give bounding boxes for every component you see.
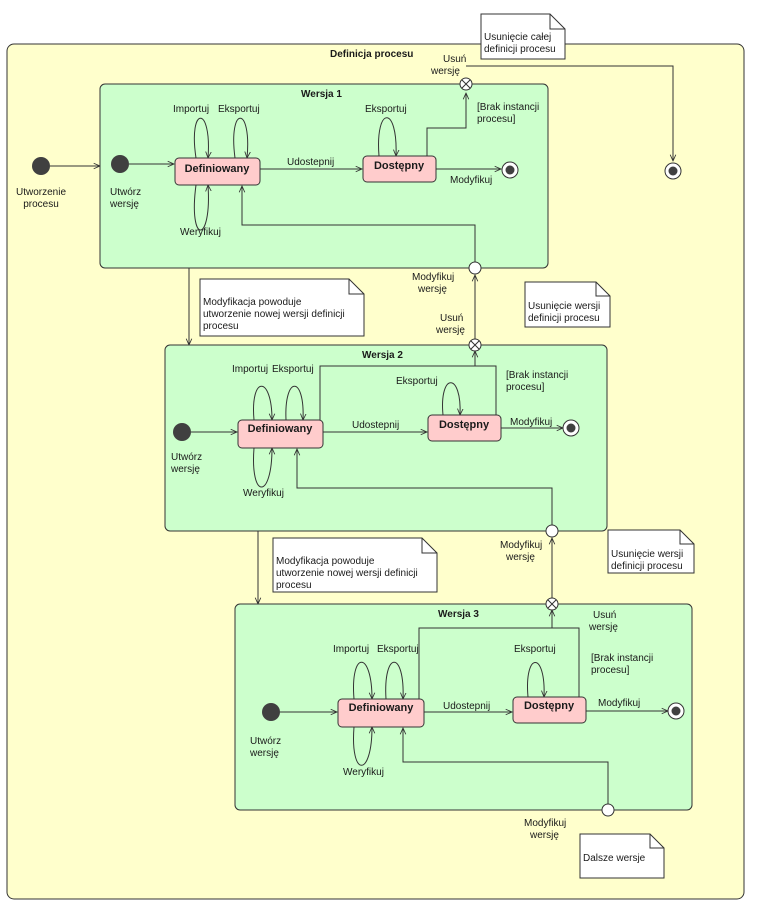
version-2-delete-label-1: Usuń bbox=[440, 313, 463, 324]
process-initial-label-1: Utworzenie bbox=[16, 187, 66, 198]
version-3-title: Wersja 3 bbox=[438, 609, 479, 620]
version-3-initial-label-1: Utwórz bbox=[250, 736, 281, 747]
version-3-import-label: Importuj bbox=[333, 644, 369, 655]
note-further-versions bbox=[579, 833, 665, 879]
version-3-modify-point bbox=[601, 803, 615, 817]
note-modify-1-text-2: utworzenie nowej wersji definicji bbox=[203, 309, 345, 320]
version-1-initial-node bbox=[111, 155, 129, 173]
version-3-initial-label-2: wersję bbox=[249, 748, 279, 759]
version-3-modify-label: Modyfikuj bbox=[598, 698, 640, 709]
version-1-delete-label-1: Usuń bbox=[443, 54, 466, 65]
note-delete-v2 bbox=[607, 529, 695, 574]
version-1: Wersja 1 Utwórz wersję Definiowany Impor… bbox=[99, 54, 549, 295]
version-2-initial-label-2: wersję bbox=[170, 464, 200, 475]
note-delete-v2-text-1: Usunięcie wersji bbox=[611, 549, 683, 560]
version-1-initial-label-1: Utwórz bbox=[110, 187, 141, 198]
version-2-verify-label: Weryfikuj bbox=[243, 488, 284, 499]
version-1-modify-version-label-2: wersję bbox=[417, 284, 447, 295]
version-1-verify-label: Weryfikuj bbox=[180, 227, 221, 238]
version-2-guard-1: [Brak instancji bbox=[506, 370, 568, 381]
version-2-modify-point bbox=[545, 524, 559, 538]
version-3-verify-label: Weryfikuj bbox=[343, 767, 384, 778]
note-delete-all-text-2: definicji procesu bbox=[484, 44, 556, 55]
version-2-initial-label-1: Utwórz bbox=[171, 452, 202, 463]
version-2-initial-node bbox=[173, 423, 191, 441]
version-3-state-defined[interactable] bbox=[337, 698, 425, 728]
version-1-state-defined[interactable] bbox=[174, 157, 261, 186]
process-definition-title: Definicja procesu bbox=[330, 49, 413, 60]
version-3-modify-version-label-2: wersję bbox=[529, 830, 559, 841]
version-2-share-label: Udostepnij bbox=[352, 420, 399, 431]
version-1-state-available-label: Dostępny bbox=[374, 160, 425, 172]
version-1-guard-2: procesu] bbox=[477, 114, 516, 125]
version-1-container bbox=[99, 83, 549, 269]
version-3-modify-version-label-1: Modyfikuj bbox=[524, 818, 566, 829]
version-3-export-defined-label: Eksportuj bbox=[377, 644, 419, 655]
version-1-modify-point bbox=[468, 261, 482, 275]
version-1-export-available-label: Eksportuj bbox=[365, 104, 407, 115]
version-2-delete-label-2: wersję bbox=[435, 325, 465, 336]
version-3-state-available-label: Dostępny bbox=[524, 700, 575, 712]
version-1-title: Wersja 1 bbox=[301, 89, 342, 100]
version-3-guard-1: [Brak instancji bbox=[591, 653, 653, 664]
version-1-state-defined-label: Definiowany bbox=[185, 163, 251, 175]
note-delete-all bbox=[480, 13, 566, 60]
version-1-export-defined-label: Eksportuj bbox=[218, 104, 260, 115]
version-1-delete-label-2: wersję bbox=[430, 66, 460, 77]
version-2-state-defined[interactable] bbox=[237, 419, 324, 449]
version-2-modify-version-label-2: wersję bbox=[505, 552, 535, 563]
version-3-delete-label-2: wersję bbox=[588, 622, 618, 633]
note-delete-v1-text-2: definicji procesu bbox=[528, 313, 600, 324]
version-1-import-label: Importuj bbox=[173, 104, 209, 115]
version-3-state-available[interactable] bbox=[512, 696, 587, 724]
note-delete-all-text-1: Usunięcie całej bbox=[484, 32, 551, 43]
note-delete-v1 bbox=[524, 281, 611, 328]
note-modify-1-text-3: procesu bbox=[203, 321, 239, 332]
version-1-guard-1: [Brak instancji bbox=[477, 102, 539, 113]
note-modify-1-text-1: Modyfikacja powoduje bbox=[203, 297, 302, 308]
version-3-state-defined-label: Definiowany bbox=[349, 702, 415, 714]
note-modify-1 bbox=[199, 278, 365, 337]
note-delete-v2-text-2: definicji procesu bbox=[611, 561, 683, 572]
note-further-versions-text: Dalsze wersje bbox=[583, 853, 646, 864]
version-1-initial-label-2: wersję bbox=[109, 199, 139, 210]
version-2-state-defined-label: Definiowany bbox=[248, 423, 314, 435]
version-1-modify-version-label-1: Modyfikuj bbox=[412, 272, 454, 283]
version-2-state-available-label: Dostępny bbox=[439, 419, 490, 431]
version-2-modify-label: Modyfikuj bbox=[510, 417, 552, 428]
note-modify-2 bbox=[272, 537, 438, 593]
version-3-delete-label-1: Usuń bbox=[593, 610, 616, 621]
version-2-export-available-label: Eksportuj bbox=[396, 376, 438, 387]
version-3-container bbox=[234, 603, 693, 811]
version-2-modify-version-label-1: Modyfikuj bbox=[500, 540, 542, 551]
note-delete-v1-text-1: Usunięcie wersji bbox=[528, 301, 600, 312]
version-3-export-available-label: Eksportuj bbox=[514, 644, 556, 655]
version-3-share-label: Udostepnij bbox=[443, 701, 490, 712]
version-2: Wersja 2 Utwórz wersję Definiowany Impor… bbox=[164, 338, 608, 563]
note-modify-2-text-1: Modyfikacja powoduje bbox=[276, 556, 375, 567]
note-modify-2-text-2: utworzenie nowej wersji definicji bbox=[276, 568, 418, 579]
version-3-guard-2: procesu] bbox=[591, 665, 630, 676]
version-1-share-label: Udostepnij bbox=[287, 157, 334, 168]
version-3: Wersja 3 Utwórz wersję Definiowany Impor… bbox=[234, 597, 693, 841]
transition-to-process-final bbox=[466, 65, 673, 161]
process-initial-node bbox=[32, 157, 50, 175]
process-initial-label-2: procesu bbox=[23, 199, 59, 210]
version-2-export-defined-label: Eksportuj bbox=[272, 364, 314, 375]
note-modify-2-text-3: procesu bbox=[276, 580, 312, 591]
version-1-modify-label: Modyfikuj bbox=[450, 175, 492, 186]
version-2-title: Wersja 2 bbox=[362, 350, 403, 361]
version-2-guard-2: procesu] bbox=[506, 382, 545, 393]
version-2-import-label: Importuj bbox=[232, 364, 268, 375]
version-3-initial-node bbox=[262, 703, 280, 721]
